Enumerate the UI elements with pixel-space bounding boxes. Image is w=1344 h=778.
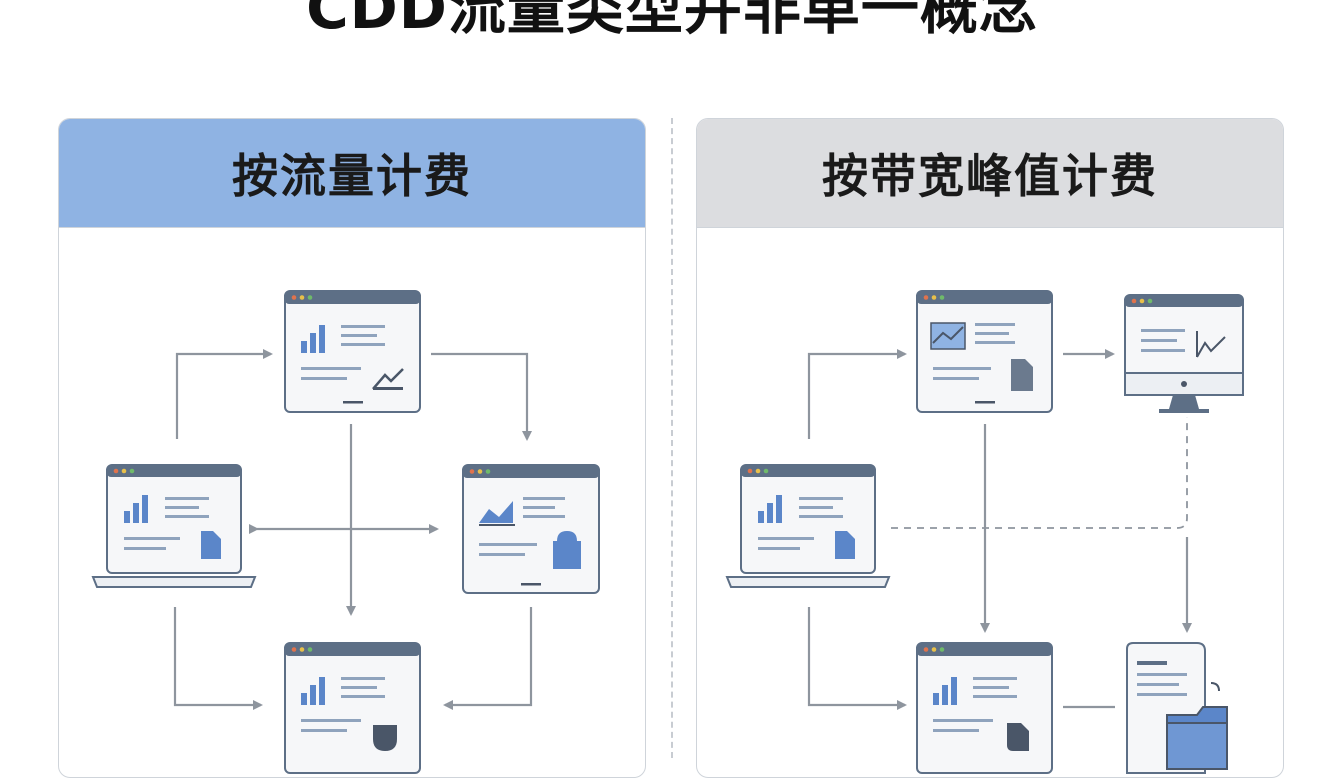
flow-arrow (807, 349, 907, 439)
traffic-billing-panel: 按流量计费 (58, 118, 646, 778)
browser-window-icon (916, 642, 1053, 774)
page-title: CDD流量类型并非单一概念 (306, 0, 1038, 42)
peak-bandwidth-billing-header: 按带宽峰值计费 (697, 119, 1283, 228)
flow-dashed-line (891, 417, 1188, 529)
peak-bandwidth-billing-diagram (725, 290, 1244, 774)
flow-arrow (175, 349, 273, 439)
browser-window-icon (462, 464, 600, 594)
browser-window-icon (284, 642, 421, 774)
browser-window-icon (916, 290, 1053, 413)
browser-window-icon (284, 290, 421, 413)
flow-arrow (443, 607, 533, 710)
desktop-monitor-icon (1124, 294, 1244, 413)
traffic-billing-diagram (91, 290, 600, 774)
document-folder-icon (1126, 642, 1228, 774)
laptop-icon (725, 464, 891, 588)
flow-arrow (807, 607, 907, 710)
laptop-icon (91, 464, 257, 588)
flow-arrow (431, 352, 532, 441)
flow-arrow (173, 607, 263, 710)
panel-divider (671, 118, 673, 758)
peak-bandwidth-billing-panel: 按带宽峰值计费 (696, 118, 1284, 778)
traffic-billing-header: 按流量计费 (59, 119, 645, 228)
